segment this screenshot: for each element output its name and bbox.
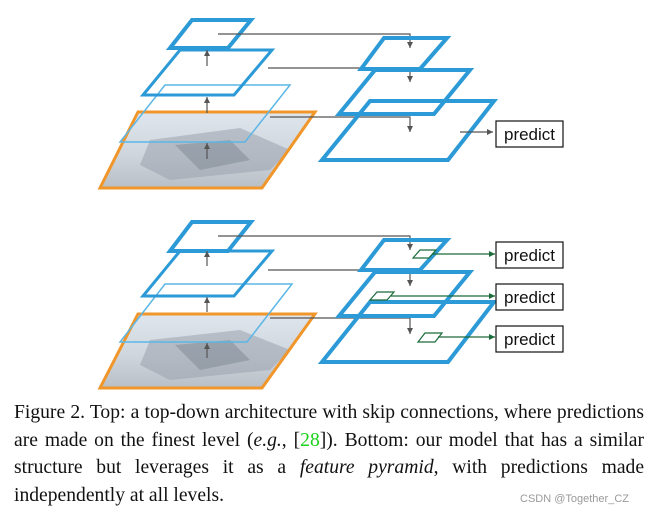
bottom-up-level-2 [139,249,276,298]
caption-part-1: Figure 2. Top: a top-down architecture w… [14,402,644,451]
top-down-level-3 [356,238,452,272]
watermark-text: CSDN @Together_CZ [520,493,629,505]
prediction-window [368,291,396,301]
caption-feature-pyramid: feature pyramid [299,457,434,478]
top-down-level-1 [317,300,499,364]
top-down-level-1 [317,99,499,162]
caption-eg: e.g. [253,429,282,451]
skip-connection [218,33,413,48]
architecture-figure: predict predict predict [97,18,564,390]
prediction-window [411,249,438,259]
skip-connection [218,235,413,250]
predict-box-top [495,120,564,148]
skip-connection [270,116,413,132]
bottom-up-level-1 [118,283,294,343]
citation-link[interactable]: 28 [300,429,320,451]
top-down-level-2 [334,270,475,318]
bottom-up-level-1 [118,84,292,143]
top-diagram: predict [97,18,564,190]
predict-label-bottom-3: predict [504,330,555,349]
bottom-up-level-3 [165,18,256,50]
caption-part-2: , [ [281,429,301,451]
watermark: CSDN @Together_CZ [520,493,629,505]
prediction-window [416,332,444,343]
caption-part-3: ]). Bottom: our model that has a similar… [14,429,645,479]
bottom-up-level-3 [165,220,256,253]
predict-label-top: predict [504,125,555,144]
predict-label-bottom-1: predict [504,246,555,265]
top-down-level-3 [357,36,452,71]
figure-caption: Figure 2. Top: a top-down architecture w… [14,399,644,509]
caption-part-4: , with predictions made independently at… [14,457,645,506]
predict-label-bottom-2: predict [504,288,555,307]
predict-box-bottom-1 [495,241,564,269]
predict-box-bottom-2 [495,283,564,311]
top-down-level-2 [334,68,475,116]
bottom-up-level-2 [139,48,276,97]
bottom-diagram: predict predict predict [97,220,564,390]
predict-box-bottom-3 [495,325,564,353]
